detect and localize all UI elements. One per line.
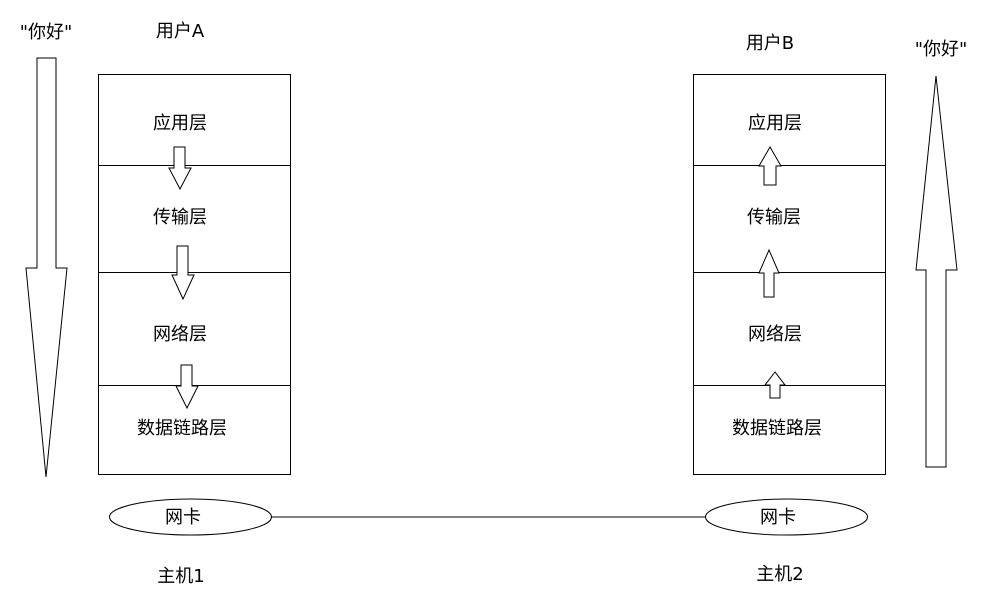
host-b-message-up-arrow <box>915 75 958 468</box>
host-a-user-label: 用户A <box>156 21 205 42</box>
host-a-stack: 应用层 传输层 网络层 数据链路层 <box>98 74 291 475</box>
host-a-layer-datalink: 数据链路层 <box>137 418 227 439</box>
host-b-up-arrow-3 <box>763 371 787 399</box>
host-a-message-down-arrow <box>25 57 68 478</box>
host-a-group: "你好" 用户A 应用层 传输层 网络层 数据链路层 网卡 主机1 <box>20 21 291 587</box>
host-a-host-label: 主机1 <box>157 566 204 587</box>
host-b-host-label: 主机2 <box>756 564 803 585</box>
host-b-user-label: 用户B <box>746 33 794 54</box>
host-a-layer-network: 网络层 <box>153 324 207 345</box>
host-b-layer-datalink: 数据链路层 <box>732 418 822 439</box>
host-a-down-arrow-3 <box>175 364 199 410</box>
host-a-nic-label: 网卡 <box>165 507 201 528</box>
host-b-stack: 应用层 传输层 网络层 数据链路层 <box>693 74 886 475</box>
host-a-down-arrow-2 <box>171 245 195 301</box>
host-b-message-label: "你好" <box>915 39 968 60</box>
host-a-message-label: "你好" <box>20 22 73 43</box>
host-b-up-arrow-1 <box>758 146 782 186</box>
host-b-layer-application: 应用层 <box>748 113 802 134</box>
host-b-layer-transport: 传输层 <box>747 207 801 228</box>
host-a-layer-transport: 传输层 <box>153 207 207 228</box>
host-b-layer-network: 网络层 <box>748 324 802 345</box>
host-a-down-arrow-1 <box>168 146 192 191</box>
host-a-layer-application: 应用层 <box>153 113 207 134</box>
host-b-stack-box <box>693 74 886 475</box>
host-b-up-arrow-2 <box>758 248 780 298</box>
host-b-group: 用户B 应用层 传输层 网络层 数据链路层 网卡 主机2 "你好" <box>693 33 968 585</box>
host-b-nic-label: 网卡 <box>760 507 796 528</box>
host-b-nic <box>705 498 868 536</box>
